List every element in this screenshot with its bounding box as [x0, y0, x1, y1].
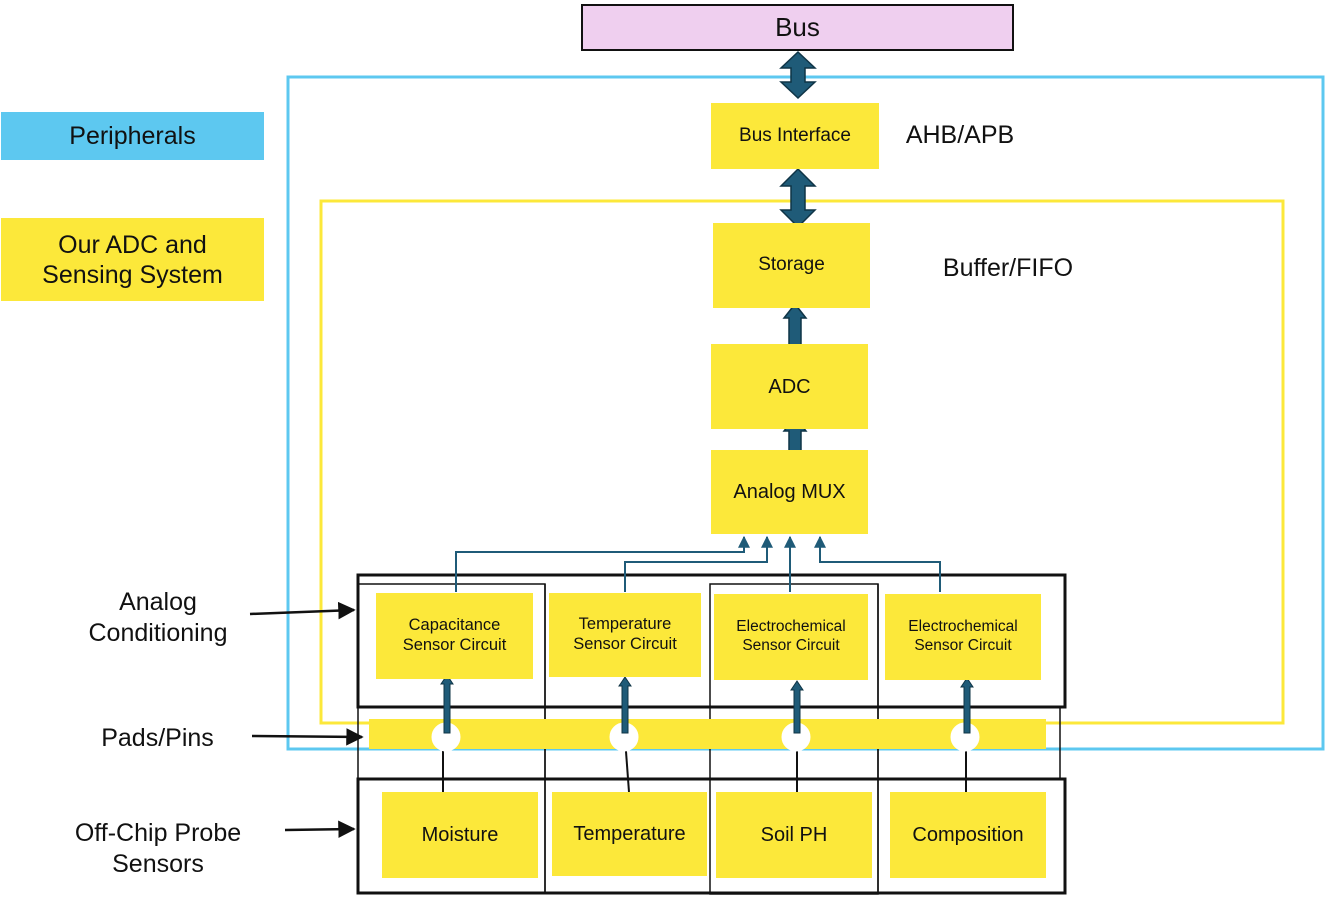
circuit-label: Capacitance Sensor Circuit — [402, 616, 507, 654]
storage-block: Storage — [713, 223, 870, 308]
adc-block: ADC — [711, 344, 868, 429]
sensor-moisture: Moisture — [382, 792, 538, 878]
legend-adc-system: Our ADC and Sensing System — [1, 218, 264, 301]
circuit-label: Temperature Sensor Circuit — [573, 615, 677, 653]
pad-arrow-4 — [960, 677, 974, 734]
interface-to-storage-arrow — [779, 167, 817, 229]
analog-conditioning-label: Analog Conditioning — [88, 587, 228, 647]
sensor-label: Temperature — [573, 823, 686, 845]
pad-arrow-3 — [790, 680, 804, 734]
pads-pins-arrow — [251, 728, 364, 746]
wire-capacitance — [455, 535, 750, 592]
analog-mux-label: Analog MUX — [733, 481, 846, 503]
bus-interface-block: Bus Interface — [711, 103, 879, 169]
storage-label: Storage — [758, 254, 825, 276]
circuit-label: Electrochemical Sensor Circuit — [908, 618, 1018, 654]
bus-to-interface-arrow — [779, 50, 817, 100]
sensor-soil-ph: Soil PH — [716, 792, 872, 878]
legend-peripherals-label: Peripherals — [69, 122, 196, 150]
sensor-label: Moisture — [421, 824, 499, 846]
circuit-electrochemical-1: Electrochemical Sensor Circuit — [714, 594, 868, 680]
ahb-apb-annotation: AHB/APB — [905, 121, 1015, 150]
circuit-capacitance: Capacitance Sensor Circuit — [376, 593, 533, 679]
sensor-label: Composition — [912, 824, 1024, 846]
adc-label: ADC — [768, 375, 811, 398]
circuit-electrochemical-2: Electrochemical Sensor Circuit — [885, 594, 1041, 680]
legend-adc-system-label: Our ADC and Sensing System — [42, 230, 223, 289]
pads-strip — [369, 719, 1046, 749]
probe-sensors-arrow — [284, 820, 356, 838]
bus-block: Bus — [581, 4, 1014, 51]
sensor-composition: Composition — [890, 792, 1046, 878]
analog-conditioning-arrow — [249, 601, 356, 620]
buffer-fifo-annotation: Buffer/FIFO — [942, 254, 1074, 283]
wire-electrochemical-2 — [814, 535, 941, 592]
pads-pins-label: Pads/Pins — [101, 724, 214, 753]
bus-interface-label: Bus Interface — [739, 124, 851, 146]
sensor-label: Soil PH — [760, 824, 828, 846]
legend-peripherals: Peripherals — [1, 112, 264, 160]
sensor-temperature: Temperature — [552, 792, 707, 876]
analog-mux-block: Analog MUX — [711, 450, 868, 534]
pad-arrow-1 — [440, 674, 454, 734]
pad-arrow-2 — [618, 676, 632, 734]
circuit-label: Electrochemical Sensor Circuit — [736, 618, 846, 654]
wire-temperature — [624, 535, 773, 592]
bus-label: Bus — [775, 11, 820, 42]
circuit-temperature: Temperature Sensor Circuit — [549, 593, 701, 677]
probe-sensors-label: Off-Chip Probe Sensors — [74, 818, 242, 878]
